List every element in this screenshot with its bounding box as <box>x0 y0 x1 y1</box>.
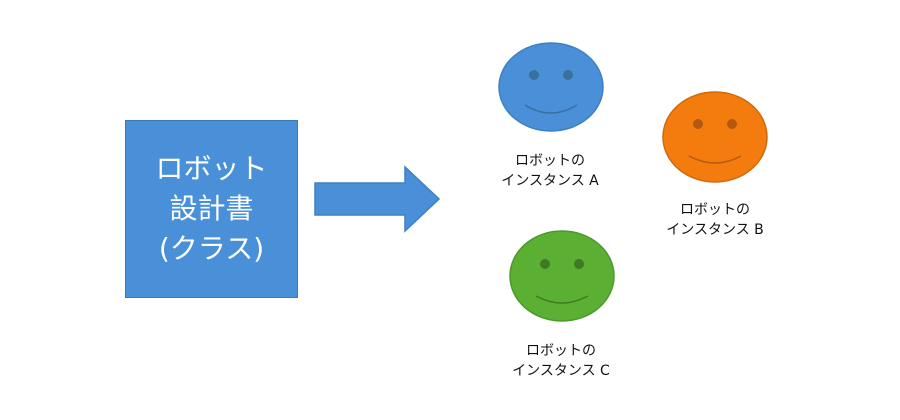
instance-b-label-line-1: ロボットの <box>680 202 750 218</box>
instance-c-label-line-2: インスタンス C <box>512 363 610 379</box>
instance-a-label: ロボットの インスタンス A <box>470 151 630 191</box>
robot-instance-a-face-icon <box>498 42 604 132</box>
class-box-line-3: (クラス) <box>158 232 265 265</box>
instance-b-label-line-2: インスタンス B <box>666 222 764 238</box>
robot-instance-c-face-icon <box>509 230 615 322</box>
instance-c-label: ロボットの インスタンス C <box>481 341 641 381</box>
robot-instance-b-face-icon <box>662 91 768 183</box>
right-arrow-icon <box>314 165 441 233</box>
instance-b-label: ロボットの インスタンス B <box>635 200 795 240</box>
class-box-line-1: ロボット <box>155 152 268 185</box>
instance-c-label-line-1: ロボットの <box>526 343 596 359</box>
class-blueprint-box: ロボット 設計書 (クラス) <box>125 120 298 298</box>
class-box-line-2: 設計書 <box>169 192 254 225</box>
instance-a-label-line-1: ロボットの <box>515 153 585 169</box>
instance-a-label-line-2: インスタンス A <box>501 173 599 189</box>
